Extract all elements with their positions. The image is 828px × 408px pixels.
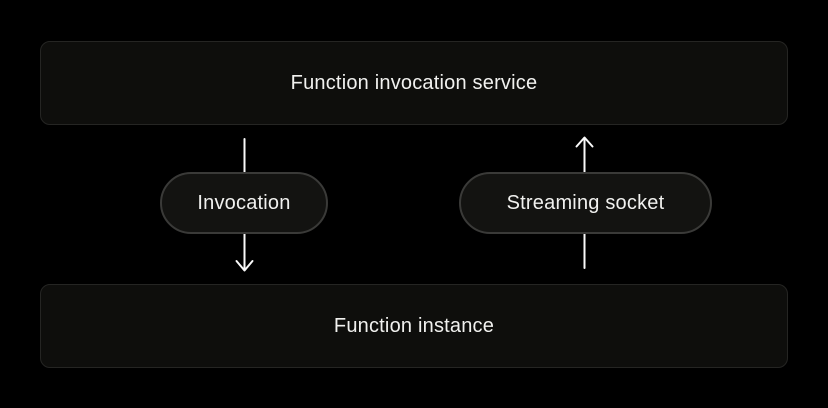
node-function-instance: Function instance xyxy=(40,284,788,368)
node-function-instance-label: Function instance xyxy=(333,314,495,337)
node-function-invocation-service: Function invocation service xyxy=(40,41,788,125)
edge-label-invocation: Invocation xyxy=(160,172,328,234)
edge-label-streaming-socket-text: Streaming socket xyxy=(506,191,665,214)
edge-label-streaming-socket: Streaming socket xyxy=(459,172,712,234)
node-function-invocation-service-label: Function invocation service xyxy=(290,71,538,94)
edge-label-invocation-text: Invocation xyxy=(197,191,291,214)
